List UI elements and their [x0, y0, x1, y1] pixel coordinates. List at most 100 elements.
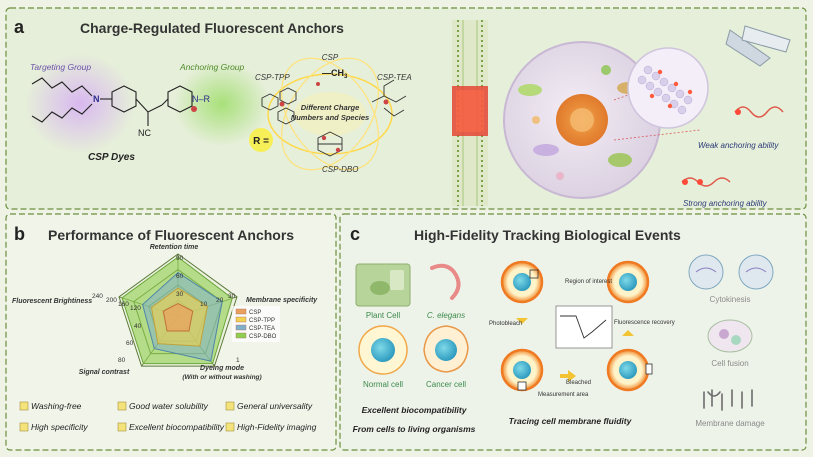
feature-hifi-imaging: High-Fidelity imaging	[237, 422, 317, 432]
radar-chart	[118, 253, 238, 367]
membrane-bilayer	[452, 20, 488, 206]
radar-series-csp	[162, 303, 194, 332]
tick-bright-120: 120	[130, 305, 141, 312]
legend-swatch-csp-dbo	[235, 332, 247, 339]
zoom-bubble	[613, 47, 709, 141]
feature-check-icon	[117, 422, 127, 432]
photobleach-label: Photobleach	[489, 321, 522, 327]
feature-check-icon	[19, 422, 29, 432]
csp-dyes-label: CSP Dyes	[88, 152, 135, 163]
cell-illustration	[503, 41, 661, 199]
positive-charge-icon	[191, 106, 197, 112]
targeting-glow	[25, 54, 135, 154]
feature-check-icon	[225, 401, 235, 411]
cancer-cell-image	[423, 325, 469, 373]
csp-label: CSP	[322, 53, 339, 62]
csp-dye-structure	[31, 77, 193, 126]
legend-swatch-csp	[235, 308, 247, 315]
cytokinesis-image	[688, 254, 774, 290]
cancer-cell-label: Cancer cell	[426, 380, 466, 389]
nc-group: NC	[138, 128, 151, 138]
c-elegans-image	[430, 263, 461, 300]
weak-anchor-icon	[734, 106, 784, 118]
tick-dyeing-1: 1	[236, 357, 240, 364]
legend-label-csp-tea: CSP-TEA	[249, 326, 275, 332]
membrane-damage-image	[703, 389, 753, 411]
axis-dyeing-label-2: (With or without washing)	[182, 374, 261, 381]
n-atom: N	[93, 94, 100, 104]
normal-cell-image	[358, 325, 408, 375]
panel-a-title: Charge-Regulated Fluorescent Anchors	[80, 20, 344, 36]
measurement-area-label: Measurement area	[538, 392, 589, 398]
r-equals-badge	[249, 128, 273, 152]
csp-tea-label: CSP-TEA	[377, 73, 412, 82]
tick-bright-200: 200	[106, 297, 117, 304]
feature-list: Washing-free Good water solubility Gener…	[19, 401, 317, 432]
tick-signal-60: 60	[126, 340, 134, 347]
cell-fusion-image	[707, 319, 753, 353]
feature-check-icon	[117, 401, 127, 411]
feature-check-icon	[225, 422, 235, 432]
nr-group: N–R	[192, 94, 211, 104]
radar-legend: CSP CSP-TPP CSP-TEA CSP-DBO	[232, 306, 280, 342]
bleached-label: Bleached	[566, 380, 591, 386]
legend-swatch-csp-tpp	[235, 316, 247, 323]
legend-swatch-csp-tea	[235, 324, 247, 331]
plant-cell-label: Plant Cell	[366, 311, 400, 320]
panel-c-letter: c	[350, 224, 360, 244]
tpp-structure	[261, 87, 297, 125]
panel-b-letter: b	[14, 224, 25, 244]
anchoring-group-label: Anchoring Group	[179, 62, 245, 72]
tick-membrane-10: 10	[200, 301, 208, 308]
tick-signal-80: 80	[118, 357, 126, 364]
tick-membrane-20: 20	[216, 297, 224, 304]
anchoring-glow	[174, 62, 270, 146]
tick-bright-160: 160	[118, 301, 129, 308]
frap-cycle	[500, 260, 653, 392]
tick-signal-40: 40	[134, 323, 142, 330]
cell-fusion-label: Cell fusion	[711, 359, 748, 368]
scissors-icon	[725, 25, 791, 67]
r-equals-label: R =	[253, 136, 269, 147]
feature-universality: General universality	[237, 401, 313, 411]
feature-check-icon	[19, 401, 29, 411]
fluidity-label: Tracing cell membrane fluidity	[509, 416, 633, 426]
region-of-interest-label: Region of interest	[565, 279, 612, 285]
axis-brightness-label: Fluorescent Brightiness	[12, 298, 92, 305]
normal-cell-label: Normal cell	[363, 380, 403, 389]
weak-anchoring-label: Weak anchoring ability	[698, 141, 779, 150]
csp-tpp-label: CSP-TPP	[255, 73, 290, 82]
axis-membrane-label: Membrane specificity	[246, 297, 318, 304]
legend-label-csp-dbo: CSP-DBO	[249, 334, 277, 340]
methyl-charge-icon	[316, 82, 320, 86]
feature-specificity: High specificity	[31, 422, 88, 432]
axis-retention-label: Retention time	[150, 244, 199, 251]
strong-anchoring-label: Strong anchoring ability	[683, 199, 768, 208]
targeting-group-label: Targeting Group	[30, 62, 91, 72]
strong-anchor-icon	[681, 177, 731, 187]
axis-signal-label: Signal contrast	[79, 369, 130, 376]
biocompat-label: Excellent biocompatibility	[362, 405, 468, 415]
panel-a-letter: a	[14, 17, 25, 37]
csp-dbo-label: CSP-DBO	[322, 165, 358, 174]
feature-biocompatibility: Excellent biocompatibility	[129, 422, 225, 432]
tick-retention-90: 90	[176, 255, 184, 262]
tick-bright-240: 240	[92, 293, 103, 300]
cells-to-organisms-label: From cells to living organisms	[353, 424, 476, 434]
legend-label-csp-tpp: CSP-TPP	[249, 318, 275, 324]
membrane-damage-label: Membrane damage	[695, 419, 765, 428]
methyl-group: —CH3	[322, 68, 348, 80]
panel-b-title: Performance of Fluorescent Anchors	[48, 227, 294, 243]
plant-cell-image	[355, 263, 411, 307]
feature-water-solubility: Good water solubility	[129, 401, 209, 411]
tea-structure	[371, 79, 407, 117]
tick-retention-60: 60	[176, 273, 184, 280]
dbo-structure	[317, 131, 343, 157]
center-text-line2: Numbers and Species	[291, 113, 369, 122]
c-elegans-label: C. elegans	[427, 311, 465, 320]
axis-dyeing-label-1: Dyeing mode	[200, 365, 244, 372]
panel-c-title: High-Fidelity Tracking Biological Events	[414, 227, 681, 243]
feature-washing-free: Washing-free	[31, 401, 82, 411]
